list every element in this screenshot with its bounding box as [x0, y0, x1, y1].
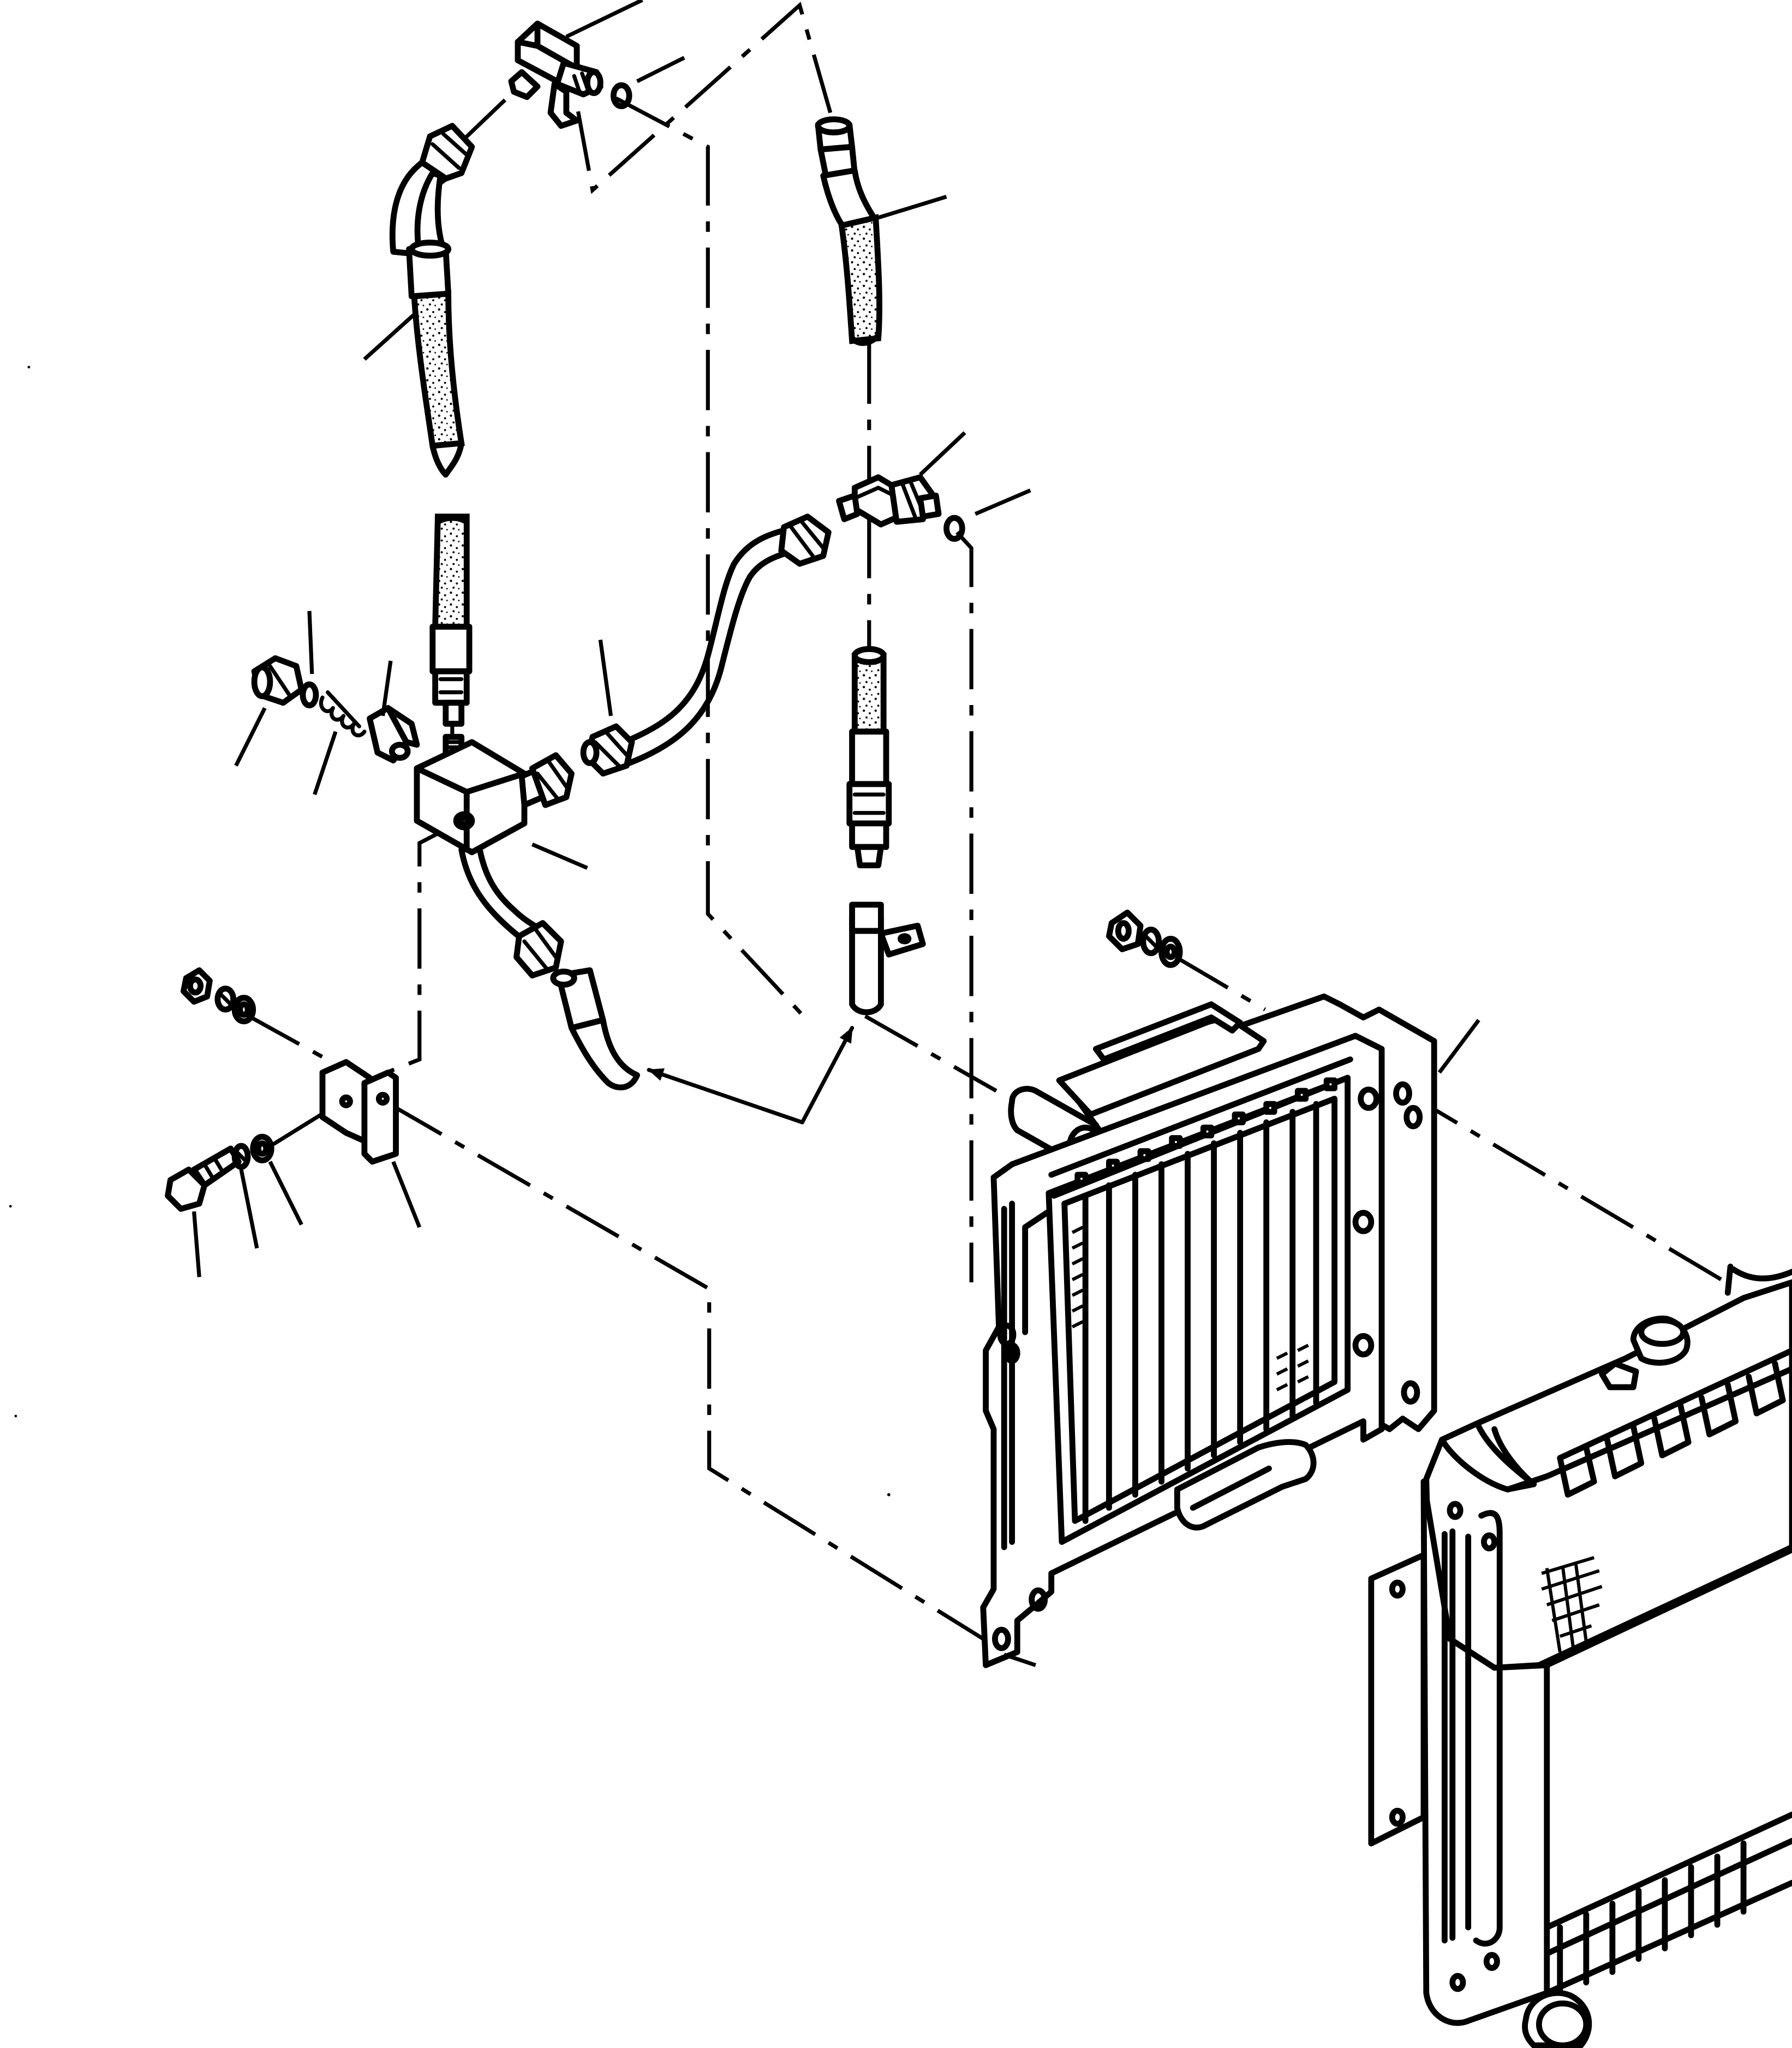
lock-washer — [231, 1143, 251, 1170]
elbow-fitting — [836, 474, 942, 528]
tube — [849, 901, 926, 1016]
o-ring — [300, 681, 319, 709]
nut — [180, 967, 213, 1005]
valve — [367, 705, 420, 763]
valve-block — [414, 739, 575, 856]
o-ring — [943, 515, 965, 542]
hose-right — [815, 116, 882, 346]
flat-washer — [250, 1133, 274, 1163]
o-ring — [610, 82, 632, 110]
hose-right — [846, 646, 892, 869]
flat-washer — [1158, 935, 1183, 968]
clamp-bracket — [319, 1059, 399, 1165]
tube — [580, 514, 832, 777]
scan-specks — [9, 366, 891, 1496]
nut — [1106, 909, 1144, 952]
lock-washer — [214, 986, 237, 1013]
tube — [458, 846, 640, 1091]
radiator — [1368, 1263, 1792, 2048]
plug — [251, 655, 304, 706]
callout-leaders — [192, 0, 1480, 1667]
lock-washer — [1140, 927, 1162, 957]
tee-fitting — [508, 20, 604, 129]
hose-left — [389, 123, 475, 763]
bolt — [165, 1145, 242, 1212]
oil-cooler — [980, 993, 1437, 1668]
flow-arrows — [647, 1026, 855, 1125]
flat-washer — [231, 995, 256, 1025]
spring — [319, 690, 367, 738]
